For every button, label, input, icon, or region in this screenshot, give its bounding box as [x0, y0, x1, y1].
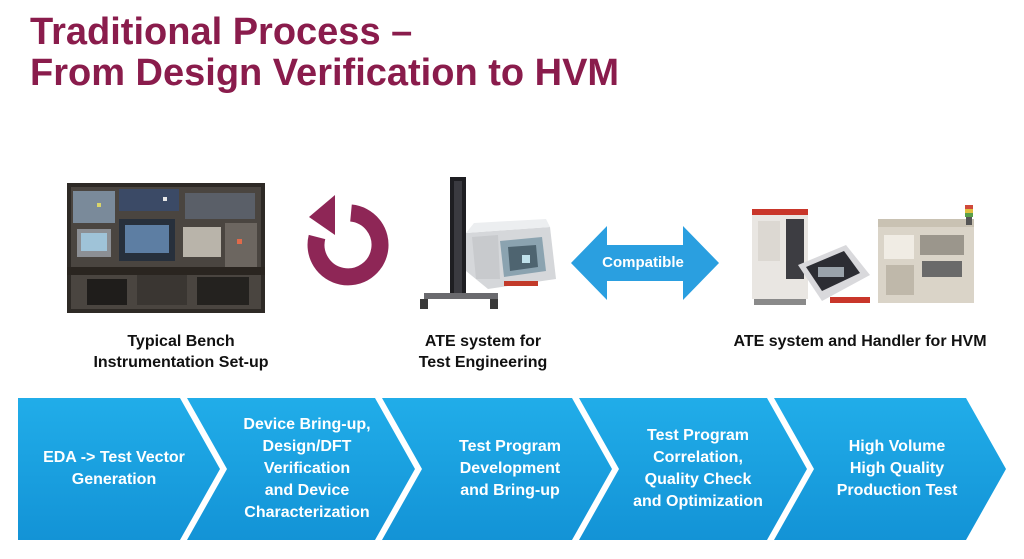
flow-step-1-line-2: Generation [71, 471, 157, 488]
ate-caption-line-2: Test Engineering [418, 354, 548, 371]
bench-caption-line-2: Instrumentation Set-up [93, 354, 269, 371]
flow-step-1: EDA -> Test Vector Generation [22, 398, 206, 540]
circular-arrow-icon [307, 195, 389, 286]
compatible-double-arrow [571, 226, 719, 300]
flow-step-2-line-4: and Device [264, 482, 350, 499]
ate-caption: ATE system for Test Engineering [393, 331, 573, 373]
flow-step-3-line-3: and Bring-up [460, 482, 560, 499]
flow-step-3: Test Program Development and Bring-up [425, 398, 595, 540]
flow-step-2-line-2: Design/DFT [262, 438, 352, 455]
ate-handler-photo [752, 205, 974, 305]
flow-step-1-shape [18, 398, 220, 540]
flow-step-5-line-3: Production Test [836, 482, 958, 499]
flow-step-2-shape [187, 398, 415, 540]
flow-step-4-line-1: Test Program [647, 427, 749, 444]
title-line-1: Traditional Process – [30, 11, 413, 53]
flow-step-2-line-5: Characterization [244, 504, 370, 521]
flow-step-2-line-1: Device Bring-up, [243, 416, 371, 433]
ate-tester-photo [420, 177, 556, 309]
flow-step-4: Test Program Correlation, Quality Check … [610, 398, 786, 540]
title-line-2: From Design Verification to HVM [30, 52, 620, 94]
process-flow-chevrons [18, 398, 1006, 540]
flow-step-4-line-3: Quality Check [644, 471, 752, 488]
hvm-caption: ATE system and Handler for HVM [706, 331, 1014, 352]
flow-step-5-line-2: High Quality [849, 460, 945, 477]
bench-caption: Typical Bench Instrumentation Set-up [66, 331, 296, 373]
flow-step-3-shape [382, 398, 612, 540]
bench-instruments-photo [67, 183, 265, 313]
flow-step-3-line-2: Development [459, 460, 561, 477]
flow-step-4-line-2: Correlation, [653, 449, 743, 466]
hvm-caption-line-1: ATE system and Handler for HVM [733, 333, 987, 350]
page-title: Traditional Process – From Design Verifi… [30, 12, 619, 94]
flow-step-4-shape [579, 398, 807, 540]
flow-step-5: High Volume High Quality Production Test [812, 398, 982, 540]
ate-caption-line-1: ATE system for [424, 333, 542, 350]
flow-step-1-line-1: EDA -> Test Vector [43, 449, 185, 466]
flow-step-4-line-4: and Optimization [633, 493, 763, 510]
flow-step-5-line-1: High Volume [848, 438, 946, 455]
flow-step-2: Device Bring-up, Design/DFT Verification… [222, 398, 392, 540]
flow-step-3-line-1: Test Program [459, 438, 561, 455]
compatible-label: Compatible [602, 254, 684, 271]
bench-caption-line-1: Typical Bench [127, 333, 235, 350]
flow-step-5-shape [774, 398, 1006, 540]
flow-step-2-line-3: Verification [263, 460, 351, 477]
